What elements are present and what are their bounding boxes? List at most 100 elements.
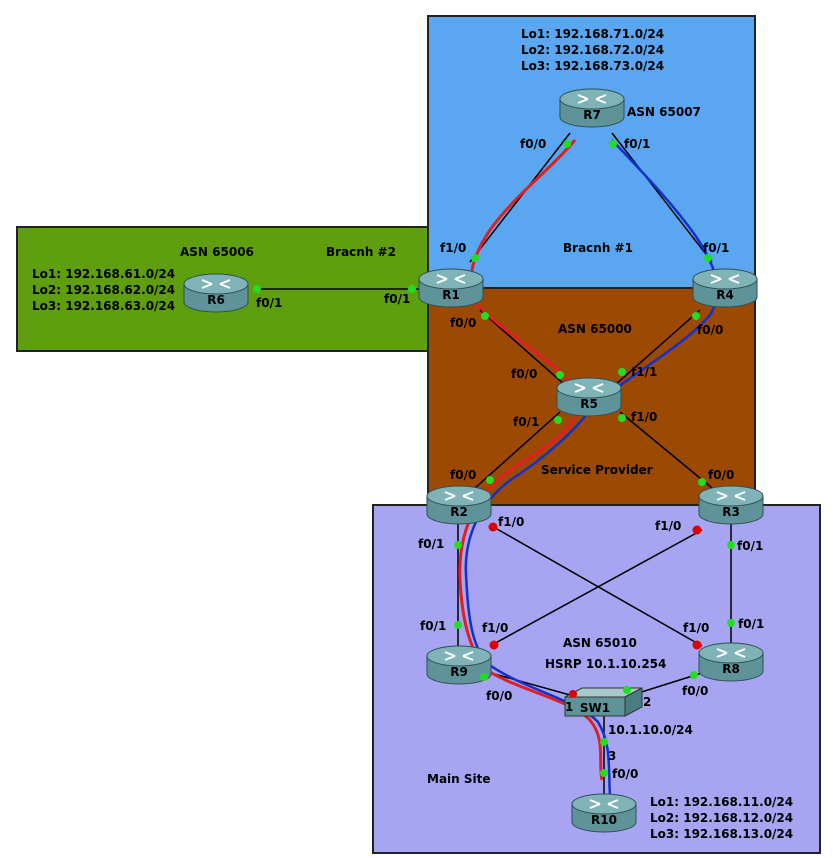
router-r10[interactable]: R10: [571, 793, 637, 833]
r7-asn: ASN 65007: [627, 105, 701, 119]
r6-lo2: Lo2: 192.168.62.0/24: [32, 283, 175, 297]
router-r7[interactable]: R7: [559, 88, 625, 128]
router-label: R7: [583, 108, 601, 122]
port-label: f0/1: [418, 537, 444, 551]
port-dot: [253, 285, 261, 293]
port-dot: [600, 769, 608, 777]
port-dot-red: [488, 522, 498, 532]
zone-labels: ASN 65006 Bracnh #2 Bracnh #1 ASN 65007 …: [180, 105, 701, 786]
port-dot: [600, 738, 608, 746]
port-dot: [471, 254, 479, 262]
port-label: f0/0: [520, 137, 546, 151]
port-dot: [480, 673, 488, 681]
port-label: f0/0: [450, 316, 476, 330]
provider-name: Service Provider: [541, 463, 653, 477]
router-icon: [574, 383, 604, 393]
router-icon: [577, 94, 607, 104]
router-label: R1: [442, 288, 460, 302]
port-label: f0/1: [384, 292, 410, 306]
r6-lo1: Lo1: 192.168.61.0/24: [32, 267, 175, 281]
main-site-asn: ASN 65010: [563, 636, 637, 650]
link-r3-r9: [489, 529, 703, 647]
port-dot: [704, 254, 712, 262]
loopback-labels: Lo1: 192.168.71.0/24 Lo2: 192.168.72.0/2…: [32, 27, 793, 841]
router-icon: [444, 491, 474, 501]
link-r5-r3: [619, 411, 713, 489]
router-label: R5: [580, 397, 598, 411]
branch2-name: Bracnh #2: [326, 245, 396, 259]
port-dot: [698, 478, 706, 486]
r10-lo2: Lo2: 192.168.12.0/24: [650, 811, 793, 825]
router-r1[interactable]: R1: [418, 268, 484, 308]
port-label: 3: [608, 749, 616, 763]
r7-lo3: Lo3: 192.168.73.0/24: [521, 59, 664, 73]
port-labels: f0/0 f0/1 f1/0 f0/1 f0/1 f0/1 f0/0 f0/0 …: [256, 137, 764, 781]
port-dot: [481, 312, 489, 320]
port-label: f1/0: [631, 410, 657, 424]
port-label: f0/1: [256, 296, 282, 310]
link-r4-r5: [614, 309, 701, 386]
router-icon: [444, 651, 474, 661]
router-r4[interactable]: R4: [692, 268, 758, 308]
switch-sw1[interactable]: SW1: [564, 687, 643, 717]
port-dot-red: [692, 525, 702, 535]
port-label: f0/1: [420, 619, 446, 633]
router-icon: [436, 274, 466, 284]
port-dot-red: [692, 640, 702, 650]
link-r5-r2: [474, 411, 561, 489]
branch1-name: Bracnh #1: [563, 241, 633, 255]
port-dot: [609, 140, 617, 148]
router-r2[interactable]: R2: [426, 485, 492, 525]
main-site-hsrp: HSRP 10.1.10.254: [545, 657, 666, 671]
router-label: R2: [450, 505, 468, 519]
router-icon: [716, 648, 746, 658]
router-label: R10: [591, 813, 617, 827]
router-icon: [589, 799, 619, 809]
port-label: f1/1: [631, 365, 657, 379]
port-label: f0/0: [450, 468, 476, 482]
port-label: f1/0: [482, 621, 508, 635]
port-label: f1/0: [440, 241, 466, 255]
port-dot: [618, 414, 626, 422]
port-label: f0/0: [511, 367, 537, 381]
main-site-subnet: 10.1.10.0/24: [608, 723, 693, 737]
port-dot: [554, 416, 562, 424]
port-dot-red: [569, 690, 577, 698]
router-r8[interactable]: R8: [698, 642, 764, 682]
router-icon: [710, 274, 740, 284]
r10-lo3: Lo3: 192.168.13.0/24: [650, 827, 793, 841]
router-r9[interactable]: R9: [426, 645, 492, 685]
port-label: f0/0: [708, 468, 734, 482]
router-icon: [716, 491, 746, 501]
port-label: f1/0: [655, 519, 681, 533]
port-dot: [727, 619, 735, 627]
port-dots: [253, 140, 735, 777]
port-label: f0/0: [697, 323, 723, 337]
link-r2-r8: [489, 524, 703, 647]
port-label: f0/0: [682, 684, 708, 698]
provider-asn: ASN 65000: [558, 322, 632, 336]
switch-label: SW1: [580, 701, 610, 715]
router-icon: [201, 279, 231, 289]
router-r5[interactable]: R5: [556, 377, 622, 417]
port-dot: [690, 671, 698, 679]
link-r1-r5: [479, 309, 566, 386]
port-dot: [692, 312, 700, 320]
router-r6[interactable]: R6: [183, 273, 249, 313]
port-label: f0/1: [513, 415, 539, 429]
router-r3[interactable]: R3: [698, 485, 764, 525]
port-dot: [618, 368, 626, 376]
port-label: f0/0: [486, 689, 512, 703]
router-label: R4: [716, 288, 734, 302]
port-label: f0/1: [737, 539, 763, 553]
port-label: f0/1: [703, 241, 729, 255]
port-dot: [454, 541, 462, 549]
router-label: R8: [722, 662, 740, 676]
router-label: R9: [450, 665, 468, 679]
port-dot: [408, 285, 416, 293]
link-r7-r1: [469, 132, 571, 263]
port-label: 1: [565, 700, 573, 714]
port-dot: [486, 476, 494, 484]
